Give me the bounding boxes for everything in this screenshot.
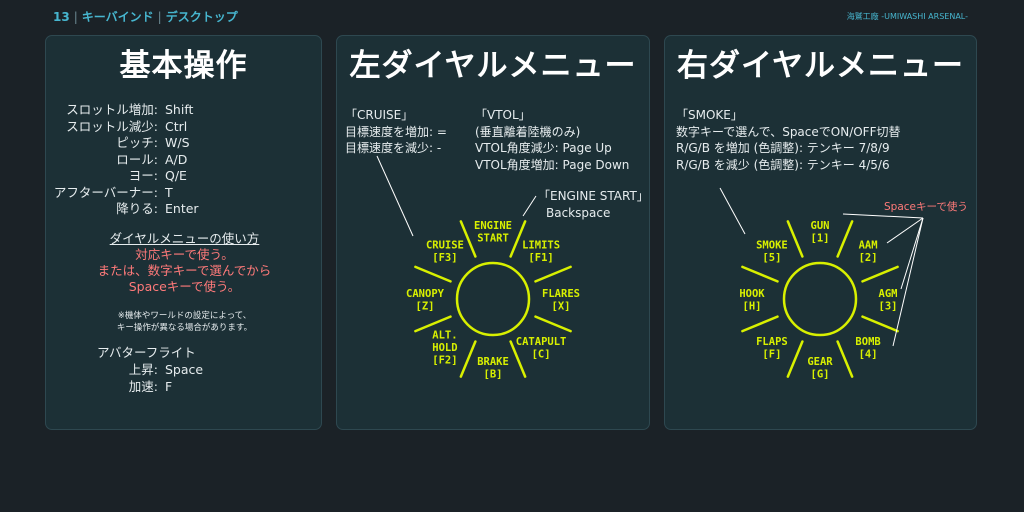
dial-howto-line: 対応キーで使う。 xyxy=(135,247,234,262)
note-line: キー操作が異なる場合があります。 xyxy=(116,323,253,333)
binding-row: ロール:A/D xyxy=(116,151,188,167)
right-dial-panel: GUN[1] AAM[2] AGM[3] BOMB[4] GEAR[G] FLAPS[F]… xyxy=(664,35,977,430)
dial-item-brake[interactable]: BRAKE[B] xyxy=(477,356,509,381)
basic-controls-panel: 基本操作 スロットル増加:Shift スロットル減少:Ctrl ピッチ:W/S … xyxy=(45,35,322,430)
dial-item-aam[interactable]: AAM[2] xyxy=(859,240,878,265)
binding-row: ピッチ:W/S xyxy=(116,135,190,150)
page-number: 13 xyxy=(53,10,70,24)
dial-divider-spoke xyxy=(459,340,477,378)
dial-divider-spoke xyxy=(509,220,527,258)
space-note: Spaceキーで使う xyxy=(884,201,968,213)
dial-item-canopy[interactable]: CANOPY[Z] xyxy=(406,288,445,313)
callout-leader-line xyxy=(522,195,537,217)
dial-divider-spoke xyxy=(534,265,572,283)
binding-row: 降りる:Enter xyxy=(116,201,199,216)
panel-title: 右ダイヤルメニュー xyxy=(676,48,965,84)
dial-item-flares[interactable]: FLARES[X] xyxy=(542,288,580,313)
binding-row: 上昇:Space xyxy=(128,362,204,377)
breadcrumb-section[interactable]: キーバインド xyxy=(81,10,154,24)
top-bar: 13|キーバインド|デスクトップ 海鷲工廠 -UMIWASHI ARSENAL- xyxy=(0,0,1024,32)
dial-item-bomb[interactable]: BOMB[4] xyxy=(855,336,880,361)
binding-row: スロットル減少:Ctrl xyxy=(66,118,188,134)
binding-row: 加速:F xyxy=(128,378,173,394)
breadcrumb: 13|キーバインド|デスクトップ xyxy=(53,10,238,24)
engine-start-description: 「ENGINE START」 Backspace xyxy=(538,189,649,220)
binding-row: ヨー:Q/E xyxy=(128,168,187,183)
dial-divider-spoke xyxy=(459,220,477,258)
cruise-description: 「CRUISE」 目標速度を増加: = 目標速度を減少: - xyxy=(345,108,447,155)
dial-divider-spoke xyxy=(509,340,527,378)
right-dial-diagram: GUN[1] AAM[2] AGM[3] BOMB[4] GEAR[G] FLAPS[F]… xyxy=(719,187,924,381)
callout-leader-line xyxy=(892,217,924,347)
binding-row: アフターバーナー:T xyxy=(53,184,173,200)
dial-item-catapult[interactable]: CATAPULT[C] xyxy=(516,336,567,361)
dial-divider-spoke xyxy=(786,220,804,258)
dial-divider-spoke xyxy=(741,265,779,283)
dial-howto-line: または、数字キーで選んでから xyxy=(97,263,272,278)
dial-item-alt[interactable]: ALT.HOLD[F2] xyxy=(432,330,457,367)
callout-leader-line xyxy=(842,213,924,219)
dial-divider-spoke xyxy=(836,340,854,378)
avatar-flight-title: アバターフライト xyxy=(97,345,196,360)
vtol-description: 「VTOL」 (垂直離着陸機のみ) VTOL角度減少: Page Up VTOL… xyxy=(475,108,630,172)
note-line: ※機体やワールドの設定によって、 xyxy=(117,311,252,321)
avatar-bindings-list: 上昇:Space 加速:F xyxy=(46,362,203,395)
dial-divider-spoke xyxy=(414,265,452,283)
smoke-description: 「SMOKE」 数字キーで選んで、SpaceでON/OFF切替 R/G/B を増… xyxy=(676,108,901,172)
dial-howto-title: ダイヤルメニューの使い方 xyxy=(109,231,260,246)
callout-leader-line xyxy=(376,155,414,237)
callout-leader-line xyxy=(900,217,924,290)
breadcrumb-subsection[interactable]: デスクトップ xyxy=(165,10,238,24)
callout-leader-line xyxy=(719,187,746,235)
brand-label: 海鷲工廠 -UMIWASHI ARSENAL- xyxy=(846,12,968,21)
dial-divider-spoke xyxy=(861,265,899,283)
dial-divider-spoke xyxy=(741,315,779,333)
basic-bindings-list: スロットル増加:Shift スロットル減少:Ctrl ピッチ:W/S ロール:A… xyxy=(46,102,199,218)
dial-center-ring xyxy=(782,261,858,337)
dial-item-agm[interactable]: AGM[3] xyxy=(879,288,898,313)
dial-divider-spoke xyxy=(861,315,899,333)
dial-item-flaps[interactable]: FLAPS[F] xyxy=(756,336,788,361)
dial-item-gear[interactable]: GEAR[G] xyxy=(807,356,833,381)
dial-item-limits[interactable]: LIMITS[F1] xyxy=(522,240,560,265)
callout-leader-line xyxy=(886,217,924,244)
dial-howto-line: Spaceキーで使う。 xyxy=(128,279,241,294)
dial-item-cruise[interactable]: CRUISE[F3] xyxy=(426,240,464,265)
dial-divider-spoke xyxy=(414,315,452,333)
dial-divider-spoke xyxy=(836,220,854,258)
dial-item-hook[interactable]: HOOK[H] xyxy=(739,288,765,313)
dial-item-smoke[interactable]: SMOKE[5] xyxy=(756,240,788,265)
dial-item-gun[interactable]: GUN[1] xyxy=(811,220,830,245)
binding-row: スロットル増加:Shift xyxy=(66,102,194,117)
panel-title: 基本操作 xyxy=(119,48,248,84)
dial-center-ring xyxy=(455,261,531,337)
dial-divider-spoke xyxy=(786,340,804,378)
panel-title: 左ダイヤルメニュー xyxy=(349,48,637,84)
dial-divider-spoke xyxy=(534,315,572,333)
